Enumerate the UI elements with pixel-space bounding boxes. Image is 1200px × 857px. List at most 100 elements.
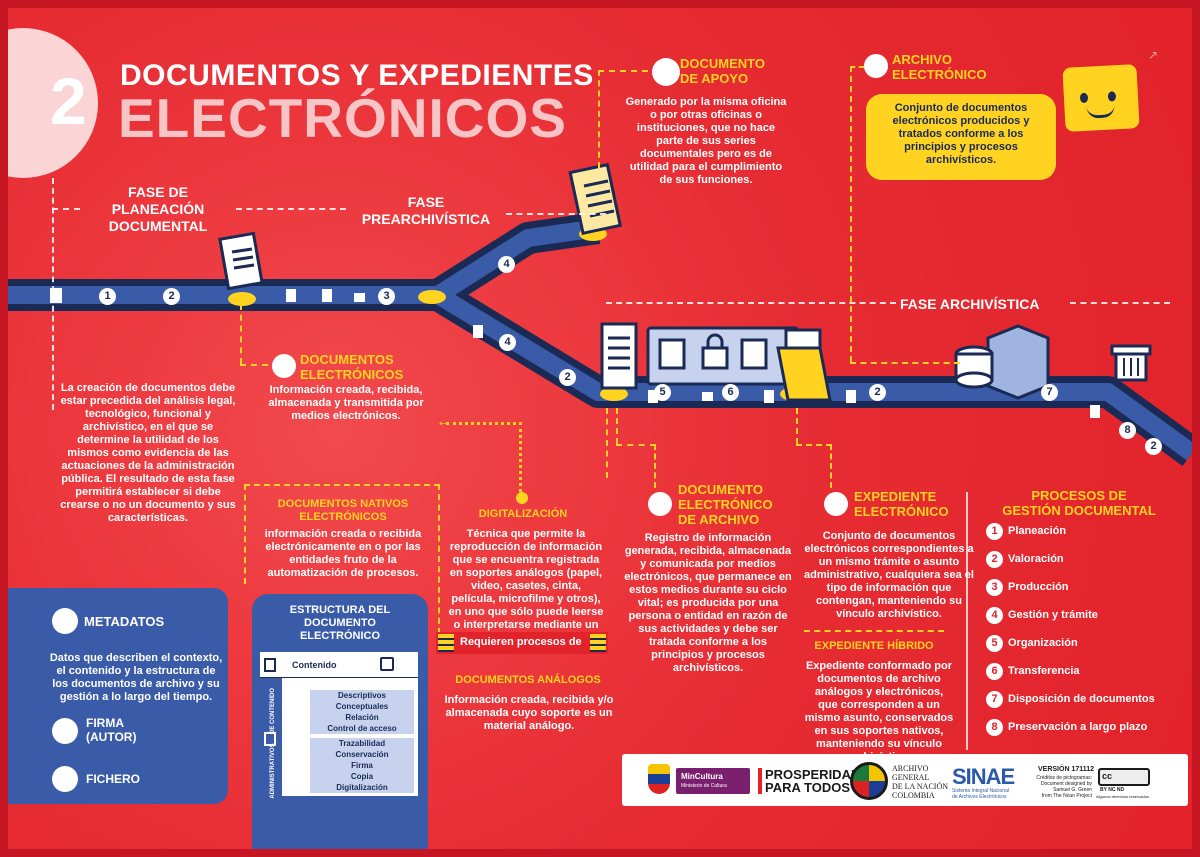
table-row: Conservación [335,750,389,759]
archive-document-stack [600,322,638,390]
title-line1: DOCUMENTOS Y EXPEDIENTES [120,59,594,92]
smiling-folder-icon [1062,64,1140,132]
archivo-connector-h2 [850,362,960,364]
apoyo-connector [598,70,600,168]
mincultura-logo: MinCultura Ministerio de Cultura [676,768,750,794]
path-step-4: 4 [498,256,515,273]
table-row: Conceptuales [335,702,389,711]
nativos-frame-right [438,484,440,634]
metadatos-title: METADATOS [84,614,165,629]
digitalizacion-arrow [446,422,522,498]
estructura-header-row: Contenido [260,652,418,678]
hibrido-title: EXPEDIENTE HÍBRIDO [814,640,934,652]
cc-rights: Algunos derechos reservados [1096,794,1149,799]
digitalizacion-dot [516,492,528,504]
nativos-frame-top [244,484,440,486]
mincultura-sub: Ministerio de Cultura [681,783,727,789]
cc-sub: BY NC ND [1100,787,1125,793]
document-icon [272,354,296,378]
estructura-side-band [260,678,282,796]
doc-archivo-connector-v2 [654,444,656,488]
colombia-shield-icon [648,764,670,794]
trash-icon [1110,344,1152,382]
doc-electronicos-connector-h [240,364,268,366]
phase-planeacion-line [52,208,80,210]
expediente-connector-h [796,444,832,446]
document-lifecycle-path [8,162,1192,466]
title-line2: ELECTRÓNICOS [118,87,567,149]
path-step-1: 1 [99,288,116,305]
phase-archivistica-line-right [1070,302,1170,304]
file-add-icon [52,766,78,792]
path-step-5: 5 [654,384,671,401]
hibrido-text: Expediente conformado por documentos de … [804,660,954,763]
contenido-label: Contenido [292,660,337,670]
banner-arrows-right-icon [590,634,606,652]
doc-archivo-text: Registro de información generada, recibi… [624,532,792,674]
contenido-rows: Descriptivos Conceptuales Relación Contr… [310,690,414,734]
doc-icon-admin [264,732,276,746]
archivo-electronico-bubble: Conjunto de documentos electrónicos prod… [866,94,1056,180]
doc-archivo-connector-h [616,444,656,446]
metadata-icon [52,608,78,634]
phase-archivistica-line [606,302,896,304]
agn-wheel-icon [850,762,888,800]
digitalizacion-text: Técnica que permite la reproducción de i… [448,528,604,644]
path-step-4b: 4 [499,334,516,351]
documento-apoyo-text: Generado por la misma oficina o por otra… [625,96,787,186]
expediente-icon [824,492,848,516]
document-stack-icon [218,162,623,291]
archivo-connector-h [850,66,864,68]
doc-icon [264,658,276,672]
analogos-title: DOCUMENTOS ANÁLOGOS [455,674,601,686]
analogos-connector [606,408,608,478]
path-step-2: 2 [163,288,180,305]
nativos-frame-left [244,484,246,584]
digitalizacion-banner: Requieren procesos de [436,632,608,654]
arrow-left-icon: ← [436,413,452,430]
lock-icon [52,718,78,744]
administrativos-label: ADMINISTRATIVOS [270,743,276,799]
database-server-icon [954,324,1050,400]
expediente-connector [796,408,798,444]
hibrido-divider [804,630,944,632]
planeacion-description: La creación de documentos debe estar pre… [60,382,236,524]
archive-document-icon [864,54,888,78]
banner-arrows-left-icon [438,634,454,652]
cc-mark: cc [1102,771,1113,781]
banner-text: Requieren procesos de [460,636,582,648]
cc-license-icon: cc [1098,768,1150,786]
table-row: Copia [350,772,374,781]
nativos-text: información creada o recibida electrónic… [264,528,422,579]
archivo-connector [850,66,852,362]
path-step-6: 6 [722,384,739,401]
archive-doc-icon [648,492,672,516]
path-step-2d: 2 [1145,438,1162,455]
digitalizacion-title: DIGITALIZACIÓN [478,508,568,520]
wrench-icon [652,58,680,86]
doc-electronicos-connector [240,304,242,364]
analogos-text: Información creada, recibida y/o almacen… [444,694,614,732]
infographic-page: 2 DOCUMENTOS Y EXPEDIENTES ELECTRÓNICOS [8,8,1192,849]
path-step-2c: 2 [869,384,886,401]
fichero-label: FICHERO [86,772,140,786]
table-row: Firma [351,761,373,770]
de-contenido-label: DE CONTENIDO [270,688,276,735]
expediente-connector-v2 [830,444,832,488]
phase-planeacion-line-right [236,208,346,210]
lock-icon [380,657,394,671]
metadatos-panel [8,588,228,804]
metadatos-text: Datos que describen el contexto, el cont… [49,652,223,703]
